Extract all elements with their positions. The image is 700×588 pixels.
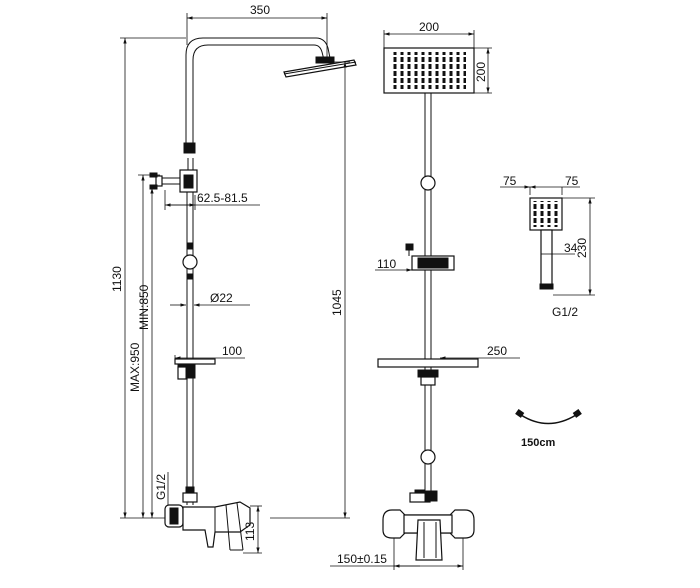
dim-body-height: 113 (243, 522, 257, 541)
dim-hose-length: 150cm (521, 437, 555, 449)
dim-hand-neck: 34 (564, 241, 578, 255)
side-view: 350 1130 1045 MAX:950 MIN:850 (110, 3, 357, 554)
dim-hand-width-2: 75 (565, 174, 579, 188)
dim-bar-height: 1045 (330, 289, 344, 316)
dim-arm-length: 350 (250, 3, 270, 17)
dim-total-height: 1130 (110, 266, 124, 292)
hand-shower-view: 75 75 230 34 G1/2 150cm (500, 174, 595, 449)
dim-inlet-spacing: 62.5-81.5 (197, 191, 248, 205)
dim-inlet-thread-left: G1/2 (154, 474, 168, 500)
dim-hand-thread: G1/2 (552, 305, 578, 319)
dim-max-height: MAX:950 (128, 342, 142, 392)
dim-hand-length: 230 (575, 238, 589, 258)
hose-icon (520, 414, 577, 425)
dim-inlet-centres: 150±0.15 (337, 552, 387, 566)
dim-shelf-width: 250 (487, 344, 507, 358)
dim-hand-width-1: 75 (503, 174, 517, 188)
dim-min-height: MIN:850 (137, 284, 151, 330)
dim-holder-width: 100 (222, 344, 242, 358)
dim-rail-diameter: Ø22 (210, 291, 233, 305)
dim-slider-width: 110 (377, 257, 396, 271)
dim-head-width: 200 (419, 20, 439, 34)
front-view: 200 200 110 250 (330, 20, 520, 570)
dim-head-depth: 200 (474, 62, 488, 82)
